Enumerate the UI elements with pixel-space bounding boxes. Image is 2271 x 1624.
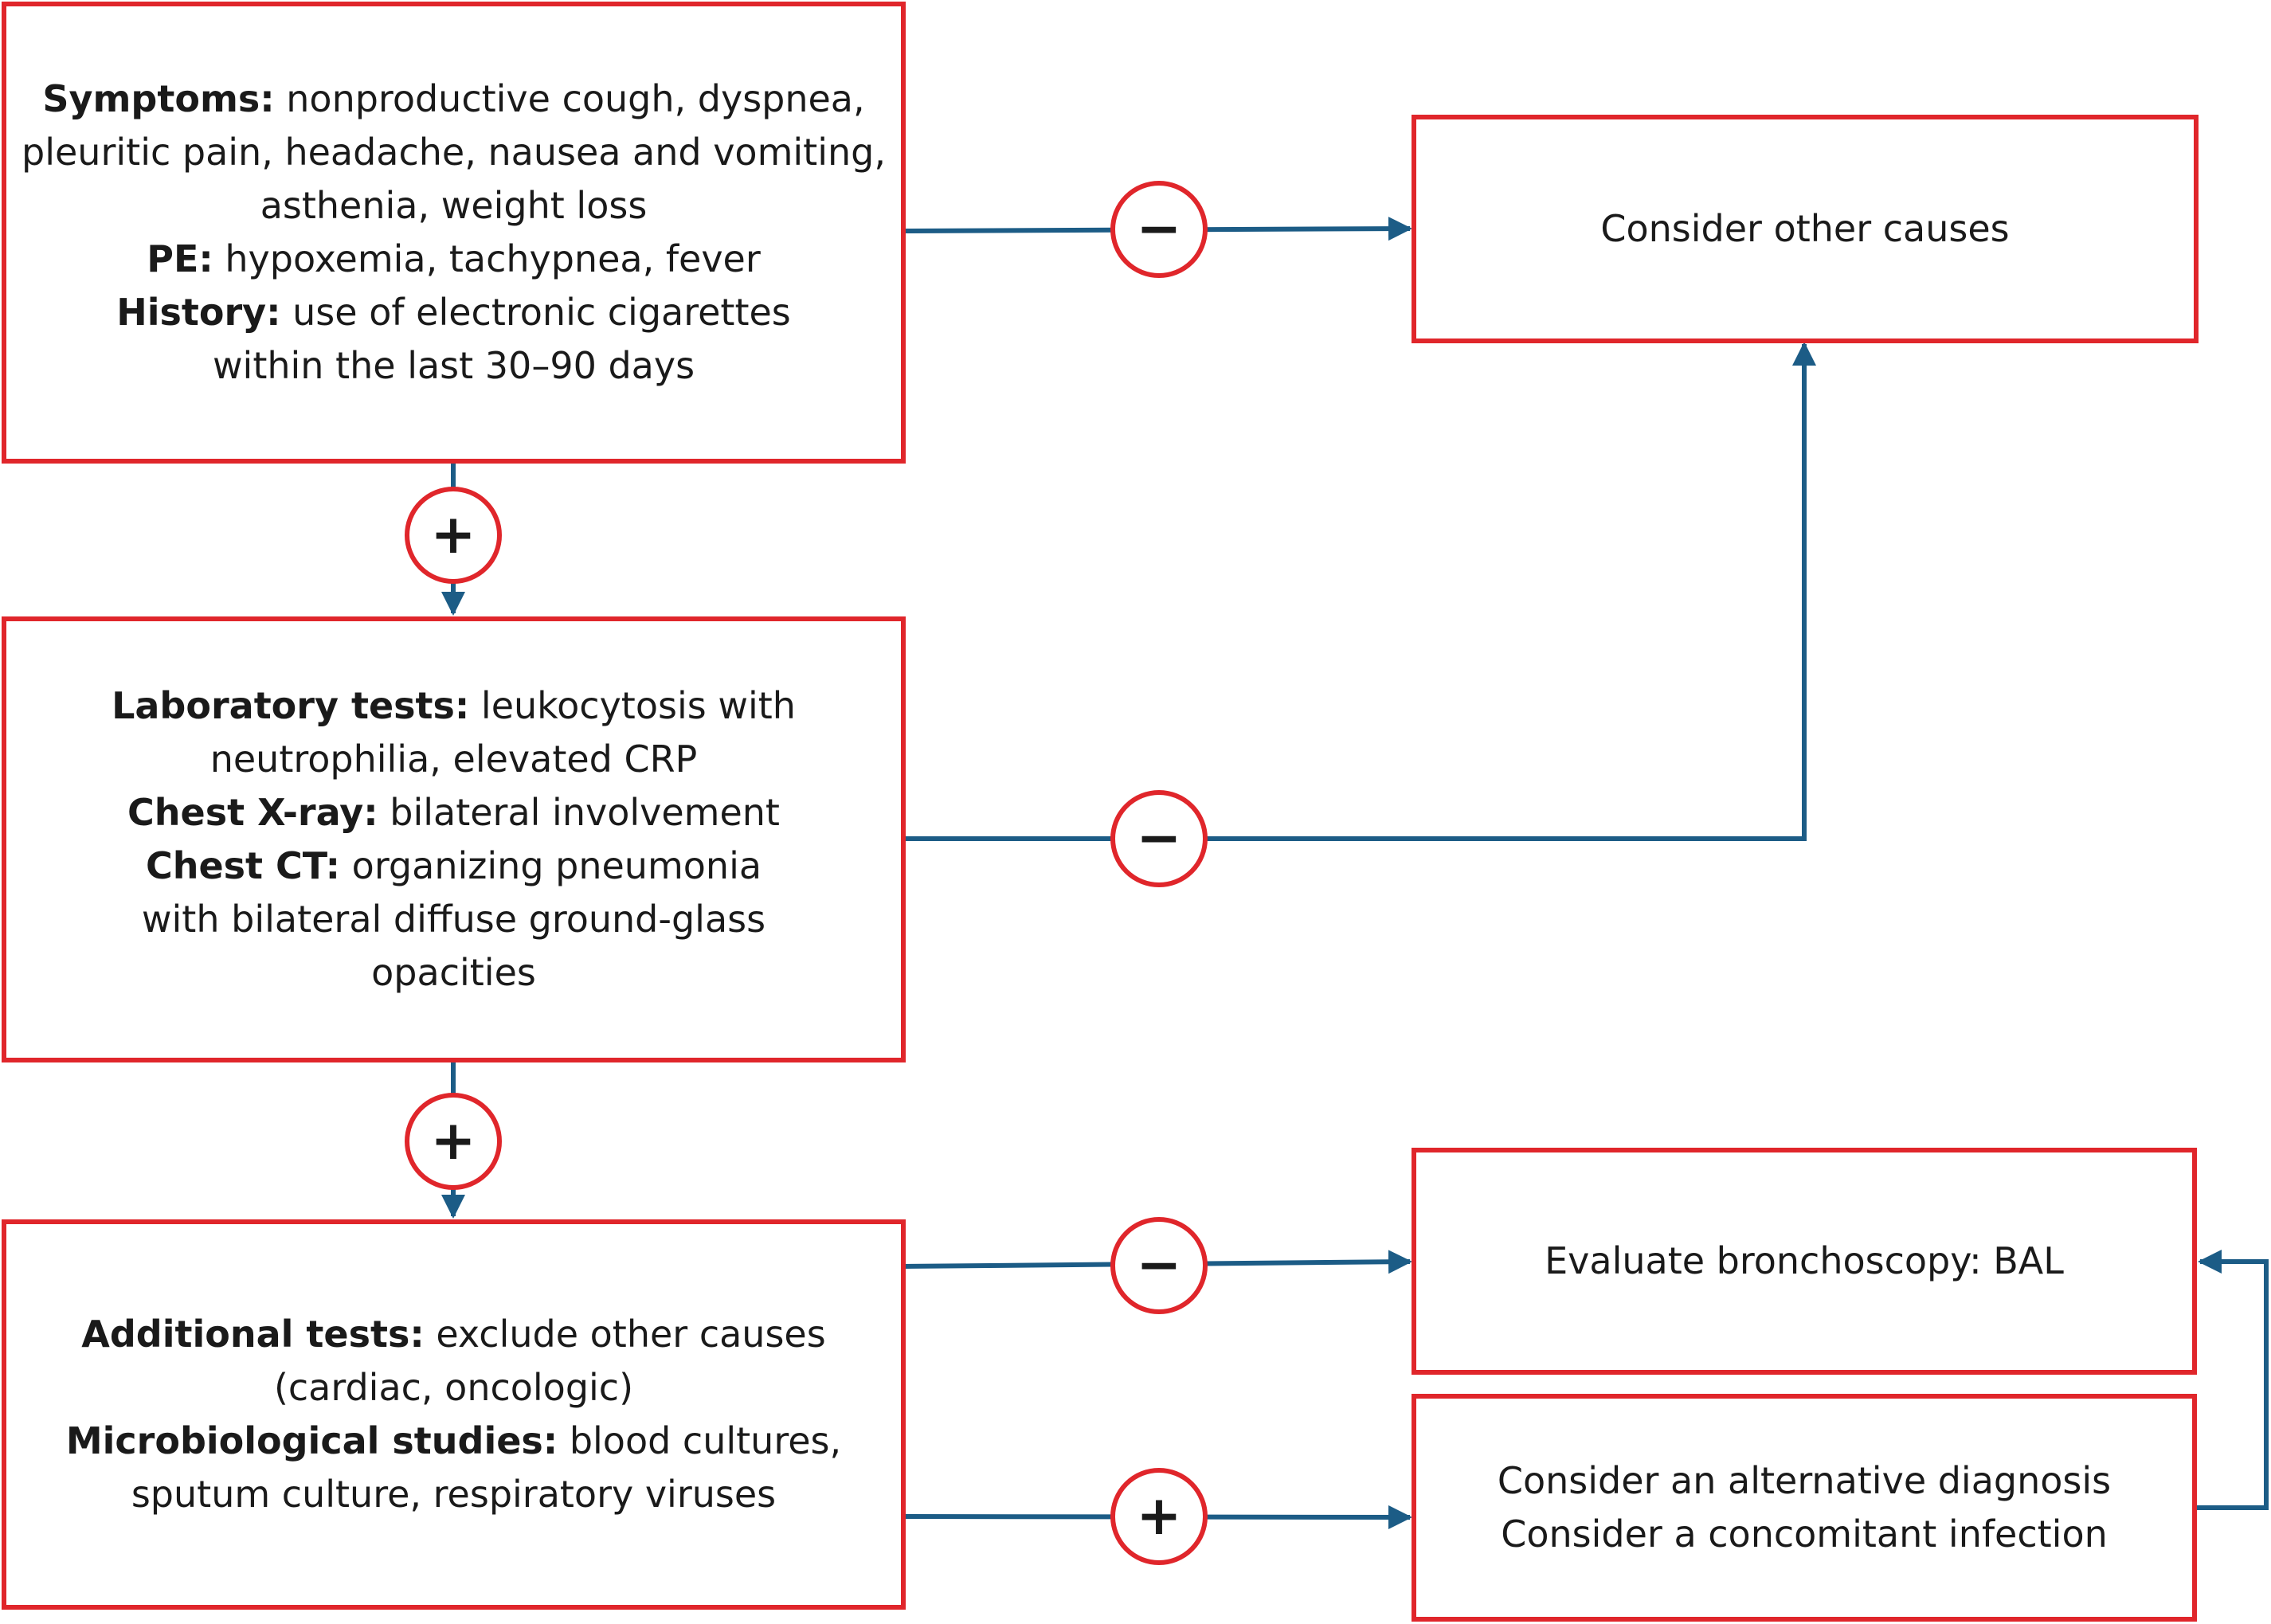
- field-text: organizing pneumonia: [340, 844, 762, 887]
- text-line: sputum culture, respiratory viruses: [131, 1468, 776, 1521]
- positive-sign-clinical: +: [405, 487, 502, 584]
- field-text: nonproductive cough, dyspnea,: [274, 77, 865, 120]
- field-text: Consider an alternative diagnosis: [1497, 1459, 2112, 1502]
- consider-other-causes-box: Consider other causes: [1412, 115, 2199, 343]
- field-text: sputum culture, respiratory viruses: [131, 1473, 777, 1516]
- positive-sign-imaging: +: [405, 1093, 502, 1190]
- text-line: asthenia, weight loss: [260, 179, 648, 233]
- text-line: Additional tests: exclude other causes: [81, 1308, 825, 1361]
- negative-sign-clinical: −: [1110, 181, 1208, 278]
- field-label: Additional tests:: [81, 1313, 425, 1356]
- field-text: asthenia, weight loss: [260, 184, 648, 227]
- text-line: opacities: [371, 946, 536, 1000]
- text-line: with bilateral diffuse ground-glass: [142, 893, 765, 946]
- clinical-presentation-box: Symptoms: nonproductive cough, dyspnea, p…: [2, 2, 906, 464]
- field-text: blood cultures,: [558, 1419, 842, 1462]
- field-text: opacities: [371, 951, 536, 994]
- field-label: PE:: [147, 237, 213, 280]
- text-line: Evaluate bronchoscopy: BAL: [1545, 1235, 2064, 1288]
- text-line: Consider an alternative diagnosis: [1498, 1454, 2111, 1508]
- field-text: Evaluate bronchoscopy: BAL: [1545, 1239, 2064, 1282]
- text-line: Microbiological studies: blood cultures,: [66, 1415, 841, 1468]
- field-text: Consider a concomitant infection: [1501, 1512, 2108, 1556]
- field-label: Microbiological studies:: [65, 1419, 558, 1462]
- field-text: exclude other causes: [424, 1313, 826, 1356]
- text-line: Chest X-ray: bilateral involvement: [127, 786, 780, 839]
- positive-sign-additional: +: [1110, 1468, 1208, 1565]
- evaluate-bronchoscopy-box: Evaluate bronchoscopy: BAL: [1412, 1148, 2197, 1375]
- text-line: Chest CT: organizing pneumonia: [146, 839, 762, 893]
- text-line: pleuritic pain, headache, nausea and vom…: [22, 126, 886, 179]
- text-line: PE: hypoxemia, tachypnea, fever: [147, 233, 761, 286]
- arrow-alternative-to-bronchoscopy: [2197, 1250, 2269, 1510]
- text-line: Consider other causes: [1600, 202, 2009, 256]
- field-label: Laboratory tests:: [112, 684, 470, 727]
- text-line: Laboratory tests: leukocytosis with: [112, 679, 796, 733]
- field-text: leukocytosis with: [469, 684, 796, 727]
- field-text: with bilateral diffuse ground-glass: [141, 898, 766, 941]
- text-line: neutrophilia, elevated CRP: [210, 733, 698, 786]
- field-text: (cardiac, oncologic): [273, 1366, 634, 1409]
- negative-sign-imaging: −: [1110, 790, 1208, 887]
- text-line: (cardiac, oncologic): [274, 1361, 633, 1415]
- text-line: within the last 30–90 days: [213, 339, 695, 393]
- field-label: Chest CT:: [145, 844, 341, 887]
- text-line: Consider a concomitant infection: [1501, 1508, 2108, 1561]
- field-label: Symptoms:: [42, 77, 275, 120]
- text-line: History: use of electronic cigarettes: [116, 286, 791, 339]
- field-text: pleuritic pain, headache, nausea and vom…: [22, 131, 886, 174]
- field-text: neutrophilia, elevated CRP: [209, 738, 698, 781]
- additional-tests-box: Additional tests: exclude other causes (c…: [2, 1219, 906, 1610]
- imaging-findings-box: Laboratory tests: leukocytosis with neutr…: [2, 616, 906, 1062]
- field-text: Consider other causes: [1600, 207, 2010, 250]
- field-text: bilateral involvement: [378, 791, 780, 834]
- field-text: within the last 30–90 days: [212, 344, 695, 387]
- text-line: Symptoms: nonproductive cough, dyspnea,: [42, 72, 864, 126]
- arrow-imaging-to-other-causes: [904, 342, 1816, 841]
- negative-sign-additional: −: [1110, 1217, 1208, 1314]
- field-label: History:: [116, 291, 281, 334]
- field-text: hypoxemia, tachypnea, fever: [213, 237, 761, 280]
- field-text: use of electronic cigarettes: [280, 291, 791, 334]
- field-label: Chest X-ray:: [127, 791, 378, 834]
